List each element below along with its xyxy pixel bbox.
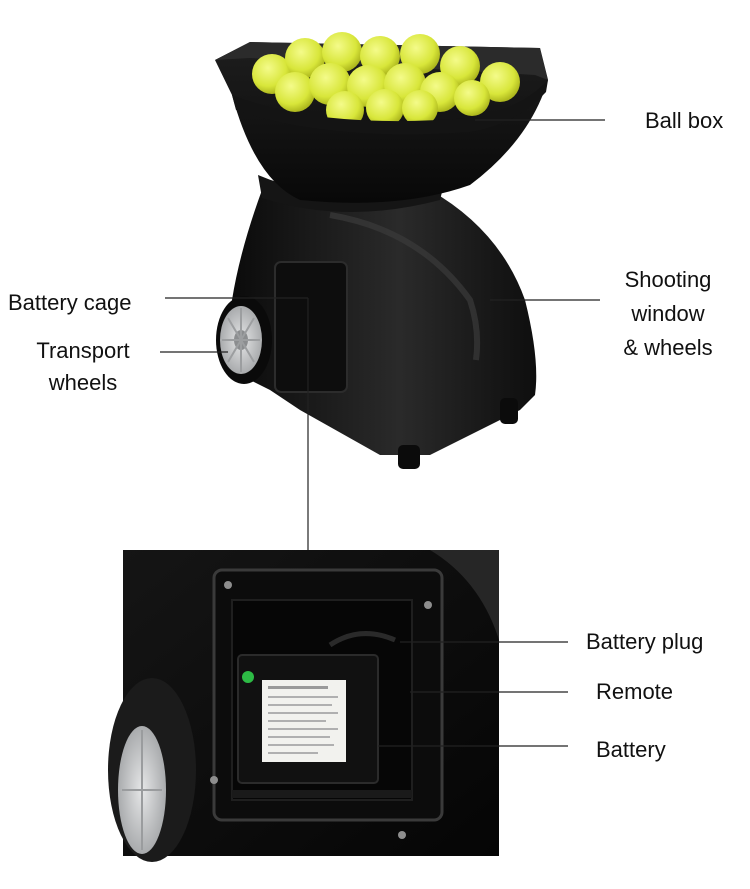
- machine-foot: [398, 445, 420, 469]
- battery-plug: [328, 631, 396, 648]
- battery-cage-panel: [274, 261, 348, 393]
- battery-plug-label: Battery plug: [586, 629, 704, 654]
- battery-label: Battery: [596, 737, 666, 762]
- remote-label: Remote: [596, 679, 674, 704]
- tennis-balls: [252, 32, 520, 129]
- transport-wheel: [216, 296, 272, 384]
- transport-wheels-label-line1: Transport: [36, 338, 130, 363]
- shooting-window-label-line2: window: [631, 301, 705, 326]
- battery-cage-label: Battery cage: [8, 290, 132, 315]
- battery-label-card: [262, 680, 346, 762]
- ball-box-label: Ball box: [645, 108, 724, 133]
- leader-lines: [160, 119, 605, 747]
- battery-compartment-inset: [108, 550, 499, 862]
- machine-foot: [500, 398, 518, 424]
- shooting-window-label-line3: & wheels: [623, 335, 713, 360]
- shooting-window-label-line1: Shooting: [624, 267, 712, 292]
- battery-indicator-light: [242, 671, 254, 683]
- transport-wheels-label-line2: wheels: [48, 370, 118, 395]
- inset-wheel: [108, 678, 196, 862]
- ball-machine: [215, 32, 548, 469]
